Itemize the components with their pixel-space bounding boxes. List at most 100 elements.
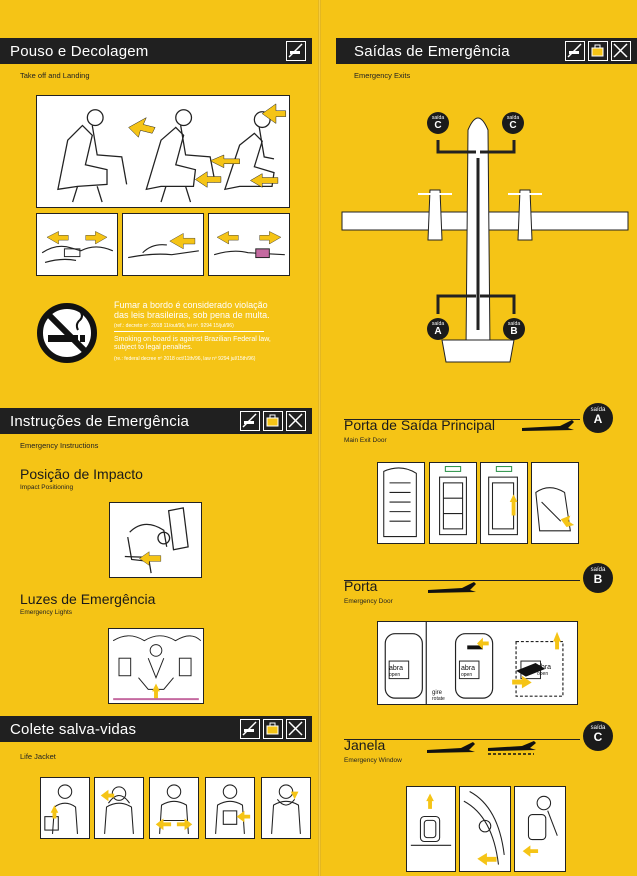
no-blanket-icon [286,411,306,431]
open-text: open [537,671,549,677]
smoking-warning-pt: Fumar a bordo é considerado violação das… [114,300,270,320]
section-title: Saídas de Emergência [354,42,510,60]
main-door-subtitle: Main Exit Door [344,437,387,444]
section-subtitle: Emergency Instructions [20,441,99,450]
emergency-lights-illustration [108,628,204,704]
impact-title: Posição de Impacto [20,466,143,482]
divider-line [344,419,580,420]
open-text: open [389,672,401,678]
divider-line [344,739,580,740]
door-title: Porta [344,578,378,594]
emergency-door-illustration [377,621,578,705]
rotate-text: rotate [432,696,445,702]
life-jacket-step-1 [40,777,90,839]
smoking-divider [114,331,264,332]
fold-line [318,0,321,876]
no-smoking-icon [36,302,98,364]
luggage-icon [263,411,283,431]
no-blanket-icon [611,41,631,61]
no-electronics-icon [565,41,585,61]
window-step-3 [514,786,566,872]
seatbelt-tighten-illustration [122,213,204,276]
window-subtitle: Emergency Window [344,757,402,764]
section-bar-emergency-exits: Saídas de Emergência [336,38,637,64]
airplane-exit-diagram [338,100,634,370]
exit-letter: A [434,326,442,337]
no-electronics-icon [240,719,260,739]
section-bar-life-jacket: Colete salva-vidas [0,716,312,742]
luggage-icon [588,41,608,61]
airplane-silhouette-icon [425,740,477,756]
section-bar-emergency-instructions: Instruções de Emergência [0,408,312,434]
badge-label: saída [590,407,606,413]
main-door-step-3 [480,462,528,544]
gire-text: gire [432,690,443,696]
airplane-silhouette-icon [426,580,478,596]
abra-text: abra [537,664,552,671]
smoking-ref-en: (re.: federal decree nº 2018 oct/11th/96… [114,356,256,362]
exit-letter: C [434,120,442,131]
impact-subtitle: Impact Positioning [20,484,74,491]
seat-position-illustration [36,95,290,208]
exit-label: saída [506,115,520,121]
exit-label: saída [431,115,445,121]
badge-letter: C [593,730,603,744]
section-subtitle: Take off and Landing [20,71,90,80]
badge-letter: B [593,572,603,586]
section-subtitle: Life Jacket [20,752,56,761]
main-door-title: Porta de Saída Principal [344,417,495,433]
seatbelt-fasten-illustration [36,213,118,276]
open-text: open [461,672,473,678]
door-subtitle: Emergency Door [344,598,393,605]
section-subtitle: Emergency Exits [354,71,411,80]
badge-label: saída [590,725,606,731]
airplane-silhouette-icon [520,418,576,434]
main-door-step-4 [531,462,579,544]
smoking-ref-pt: (ref.: decreto nº. 2018 11/out/96, lei n… [114,323,234,329]
brace-position-illustration [109,502,202,578]
no-blanket-icon [286,719,306,739]
life-jacket-step-4 [205,777,255,839]
no-electronics-icon [240,411,260,431]
section-bar-takeoff: Pouso e Decolagem [0,38,312,64]
main-door-step-1 [377,462,425,544]
main-door-step-2 [429,462,477,544]
exit-label: saída [431,321,445,327]
smoking-warning-en: Smoking on board is against Brazilian Fe… [114,336,271,352]
exit-letter: B [510,326,518,337]
smoking-pt-line1: Fumar a bordo é considerado violação [114,300,268,310]
badge-label: saída [590,567,606,573]
section-title: Pouso e Decolagem [10,42,149,60]
smoking-pt-line2: das leis brasileiras, sob pena de multa. [114,310,270,320]
smoking-en-line1: Smoking on board is against Brazilian Fe… [114,336,271,343]
divider-line [344,580,580,581]
lights-title: Luzes de Emergência [20,591,156,607]
seatbelt-release-illustration [208,213,290,276]
badge-letter: A [593,412,603,426]
exit-letter: C [509,120,517,131]
lights-subtitle: Emergency Lights [20,609,73,616]
window-step-2 [459,786,511,872]
airplane-silhouette-icon [486,740,538,756]
life-jacket-step-3 [149,777,199,839]
abra-text: abra [389,665,404,672]
smoking-en-line2: subject to legal penalties. [114,344,193,351]
luggage-icon [263,719,283,739]
exit-label: saída [507,321,521,327]
section-title: Colete salva-vidas [10,720,137,738]
window-title: Janela [344,737,386,753]
life-jacket-step-5 [261,777,311,839]
window-step-1 [406,786,456,872]
